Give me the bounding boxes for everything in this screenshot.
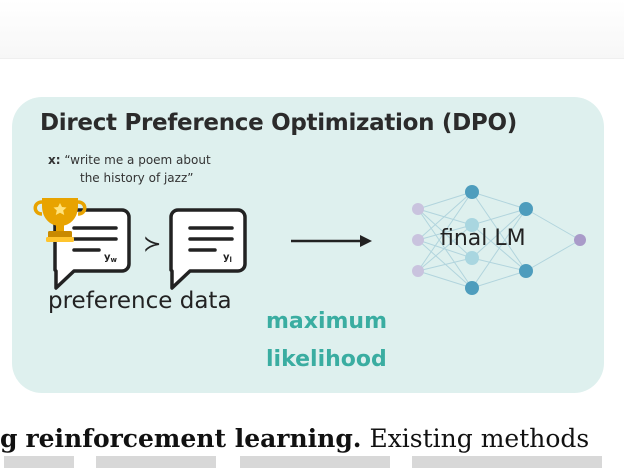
prompt-label: x: xyxy=(48,153,61,167)
prompt-line-1: “write me a poem about xyxy=(64,153,211,167)
cut-off-text-line xyxy=(0,456,624,468)
objective-line-1: maximum xyxy=(266,309,388,334)
preference-data-label: preference data xyxy=(48,288,232,314)
objective-line-2: likelihood xyxy=(266,347,387,372)
diagram-title: Direct Preference Optimization (DPO) xyxy=(40,110,517,136)
objective-label: maximum likelihood xyxy=(266,303,416,379)
body-text-bold: reinforcement learning. xyxy=(25,424,362,453)
body-text-lead: g xyxy=(0,424,18,453)
page-top-band xyxy=(0,0,624,59)
final-lm-label: final LM xyxy=(440,226,526,251)
body-text-rest: Existing methods xyxy=(361,424,590,453)
prompt-line-2: the history of jazz” xyxy=(80,171,194,185)
prompt-text: x: “write me a poem about the history of… xyxy=(48,151,278,187)
body-text-line: g reinforcement learning. Existing metho… xyxy=(0,424,624,453)
